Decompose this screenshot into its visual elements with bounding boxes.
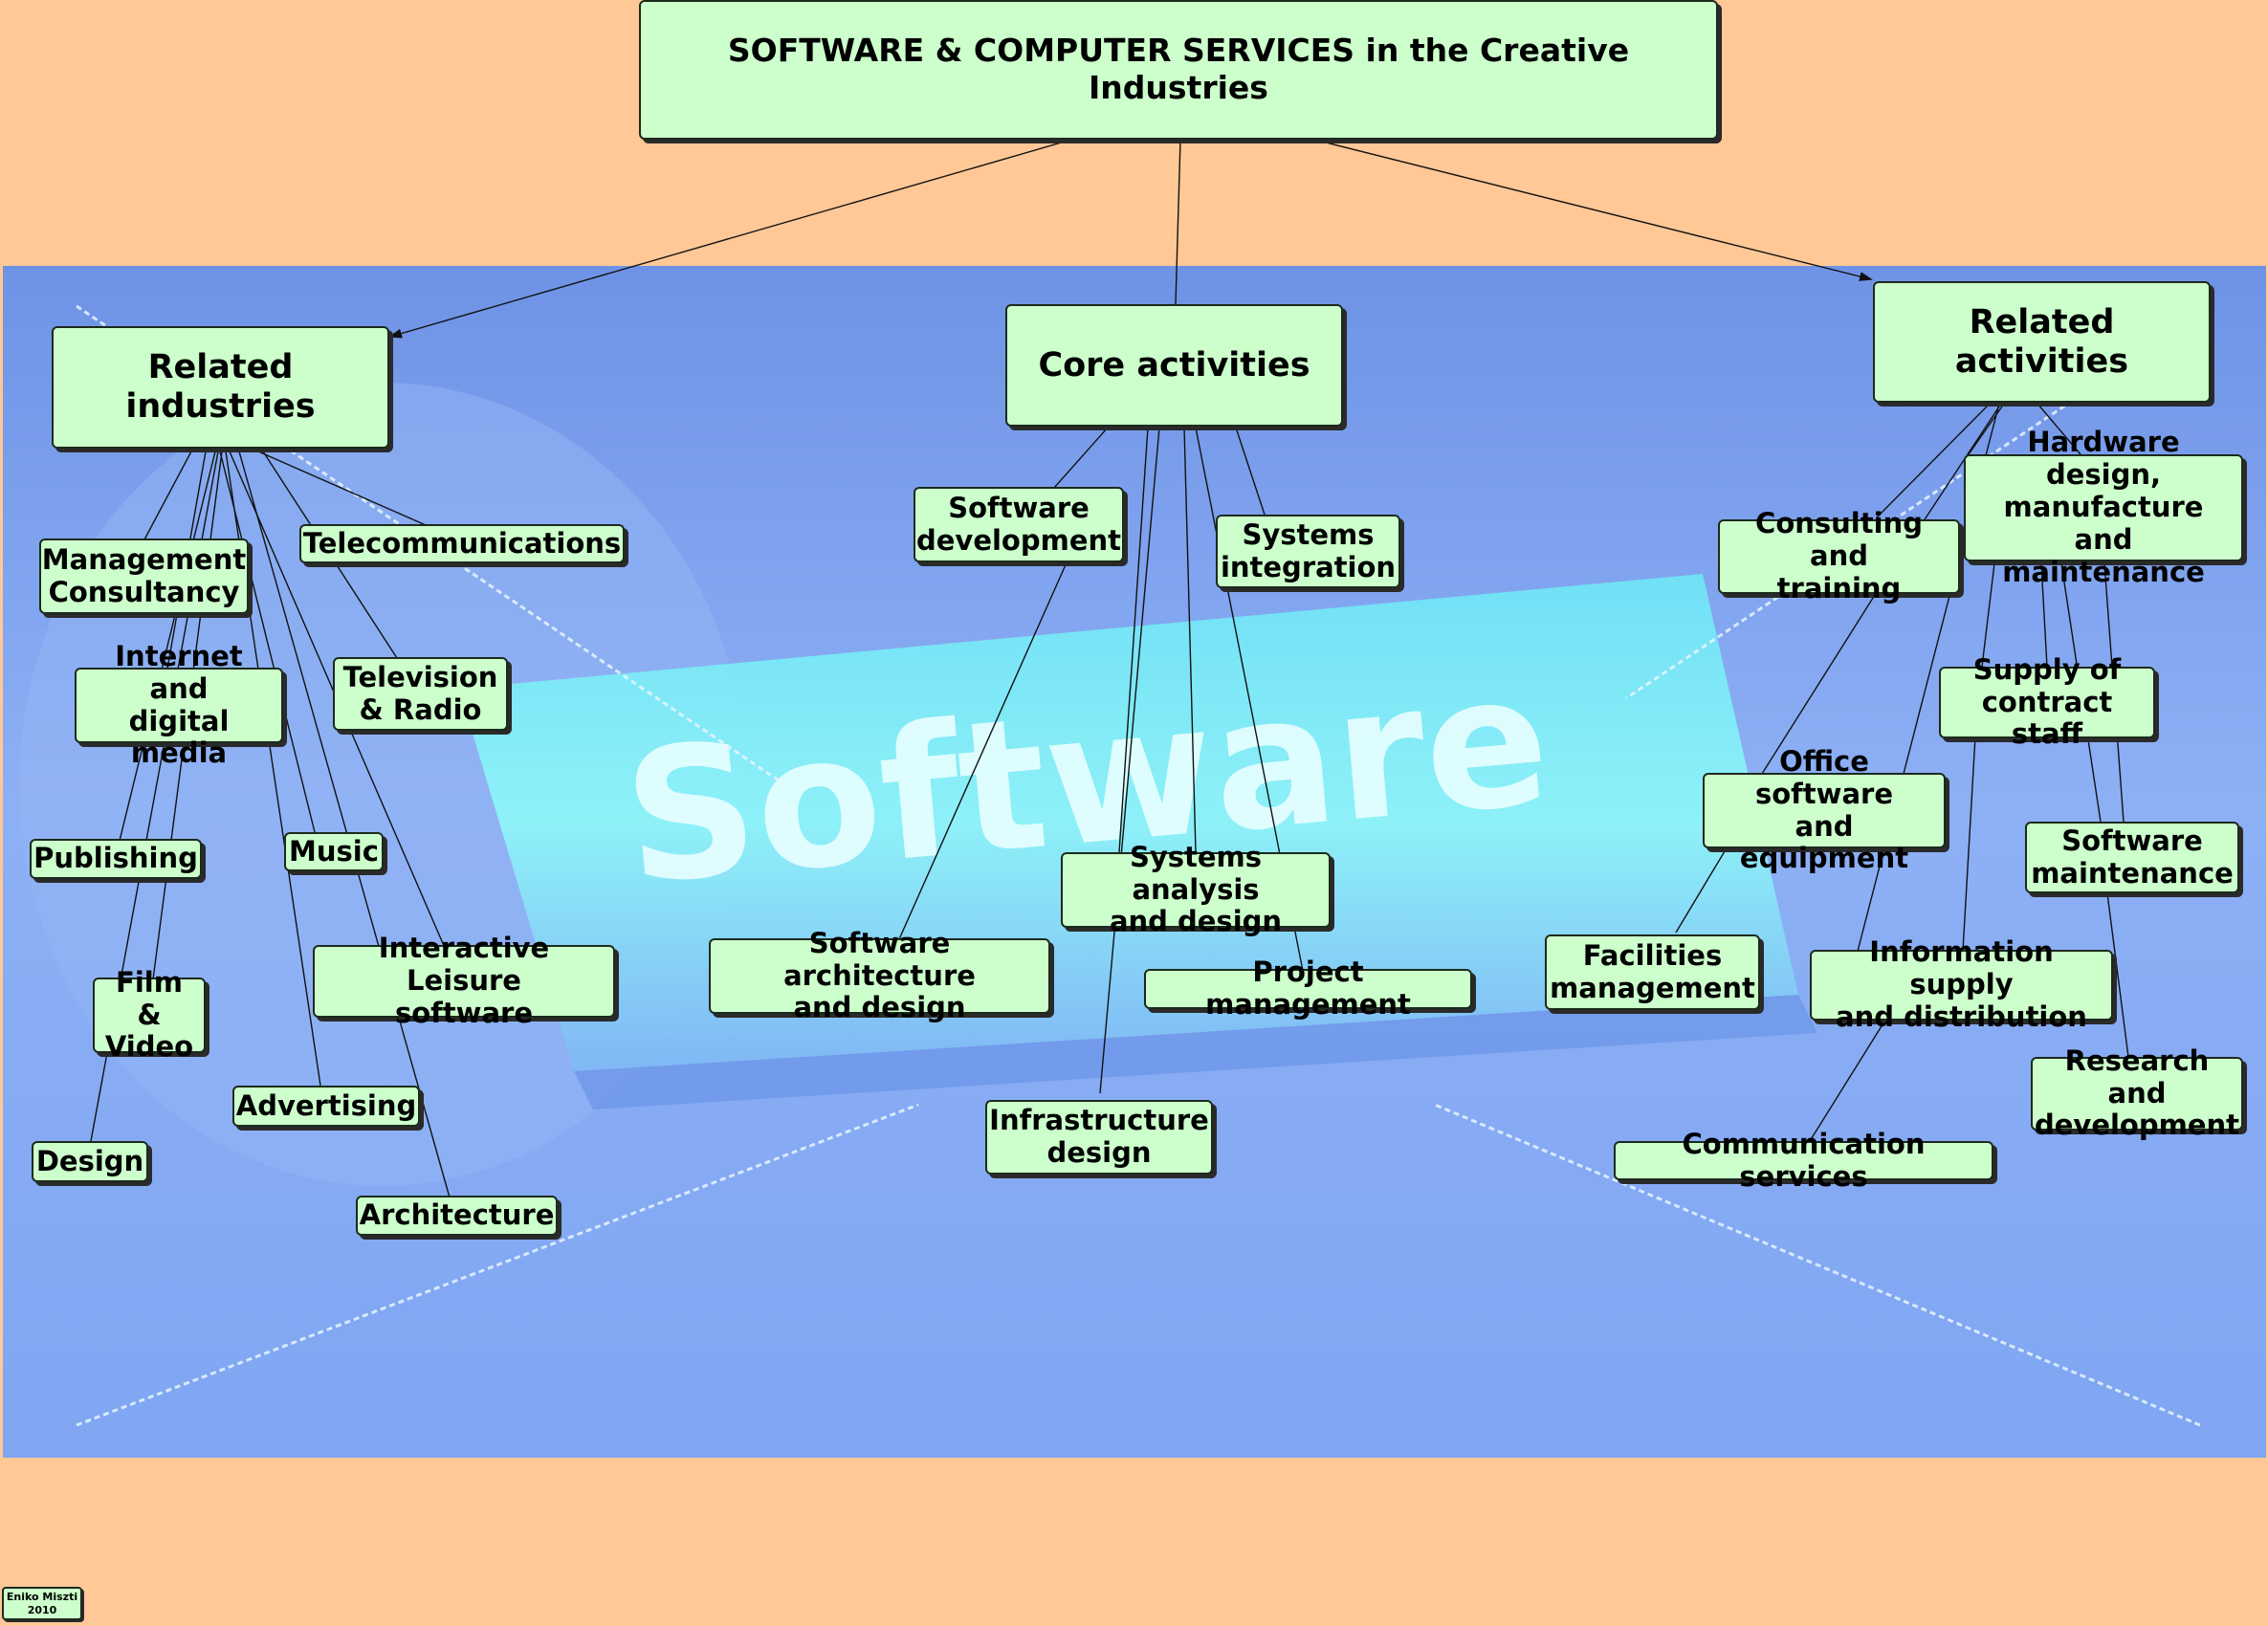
diagram-title-node: SOFTWARE & COMPUTER SERVICES in the Crea… bbox=[639, 0, 1718, 140]
consulting-training-node: Consulting and training bbox=[1718, 507, 1960, 604]
supply-contract-staff-node: Supply of contract staff bbox=[1939, 653, 2155, 750]
project-management-node: Project management bbox=[1144, 956, 1472, 1021]
research-development-node: Research and development bbox=[2031, 1044, 2243, 1141]
publishing-node: Publishing bbox=[30, 839, 202, 879]
office-software-equipment-node: Office software and equipment bbox=[1703, 745, 1946, 874]
telecommunications-node: Telecommunications bbox=[299, 524, 625, 563]
information-supply-distribution-node: Information supply and distribution bbox=[1810, 935, 2113, 1033]
interactive-leisure-software-node: Interactive Leisure software bbox=[313, 932, 615, 1029]
related-industries-hub-node: Related industries bbox=[52, 326, 389, 449]
facilities-management-node: Facilities management bbox=[1545, 934, 1760, 1010]
software-development-node: Software development bbox=[914, 487, 1124, 562]
communication-services-node: Communication services bbox=[1614, 1128, 1993, 1192]
software-maintenance-node: Software maintenance bbox=[2025, 822, 2239, 893]
systems-integration-node: Systems integration bbox=[1216, 515, 1400, 588]
infrastructure-design-node: Infrastructure design bbox=[985, 1100, 1213, 1175]
systems-analysis-design-node: Systems analysis and design bbox=[1061, 841, 1331, 937]
author-credit-label: Eniko Miszti 2010 bbox=[2, 1587, 82, 1620]
television-radio-node: Television & Radio bbox=[333, 657, 508, 731]
internet-digital-media-node: Internet and digital media bbox=[75, 640, 283, 769]
title-to-related-activities-arrow bbox=[1313, 139, 1873, 281]
advertising-node: Advertising bbox=[232, 1086, 420, 1127]
film-video-node: Film & Video bbox=[93, 966, 206, 1063]
related-activities-hub-node: Related activities bbox=[1873, 281, 2211, 403]
core-activities-hub-node: Core activities bbox=[1005, 304, 1343, 427]
software-architecture-design-node: Software architecture and design bbox=[709, 927, 1050, 1023]
architecture-node: Architecture bbox=[356, 1196, 558, 1236]
title-to-related-industries-arrow bbox=[388, 139, 1072, 339]
title-to-core-activities-line bbox=[1175, 139, 1181, 305]
music-node: Music bbox=[284, 832, 384, 871]
hardware-design-node: Hardware design, manufacture and mainten… bbox=[1964, 426, 2243, 588]
design-node: Design bbox=[32, 1141, 148, 1182]
management-consultancy-node: Management Consultancy bbox=[39, 538, 249, 614]
